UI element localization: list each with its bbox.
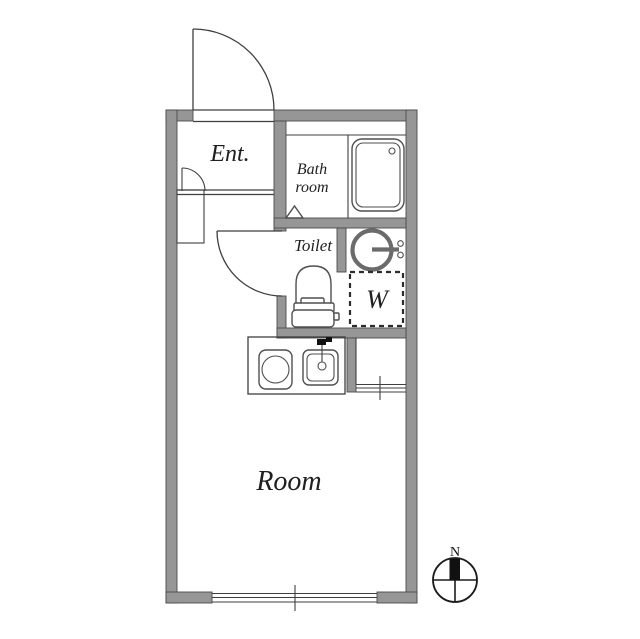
bath-door-mark-icon	[284, 204, 305, 219]
wall-toilet-basin	[336, 227, 347, 273]
walls	[165, 109, 418, 604]
bathtub-icon	[351, 138, 405, 212]
compass-north-label: N	[450, 545, 460, 560]
wall-right	[405, 109, 418, 604]
toilet-bowl-icon	[291, 265, 340, 328]
wall-bottom-left	[165, 591, 213, 604]
bathroom	[284, 134, 406, 219]
toilet-label: Toilet	[294, 236, 333, 255]
bathroom-label-line2: room	[295, 179, 328, 196]
shoe-cabinet-icon	[176, 167, 206, 244]
bathroom-label-line1: Bath	[297, 161, 327, 178]
entrance-step-line	[177, 189, 274, 196]
wall-top-right	[273, 109, 418, 122]
washing-machine-label: W	[366, 285, 390, 314]
bottom-window-icon	[212, 585, 377, 611]
wall-bath-toilet	[273, 217, 407, 229]
stove-burner-icon	[258, 349, 293, 390]
entrance-door-icon	[192, 28, 275, 123]
wall-sanitary-bottom	[276, 327, 407, 339]
wall-bottom-right	[376, 591, 418, 604]
kitchen-sink-icon	[302, 337, 339, 386]
washbasin-icon	[350, 228, 404, 272]
side-window-icon	[355, 338, 406, 400]
wall-kitchen-right	[346, 337, 357, 393]
wall-entrance-bath	[273, 120, 287, 232]
room-label: Room	[255, 466, 321, 497]
wall-left	[165, 109, 178, 604]
toilet-door-icon	[216, 230, 283, 297]
entrance-label: Ent.	[209, 141, 249, 167]
kitchen-counter	[247, 336, 346, 395]
compass-icon: N	[432, 545, 478, 603]
